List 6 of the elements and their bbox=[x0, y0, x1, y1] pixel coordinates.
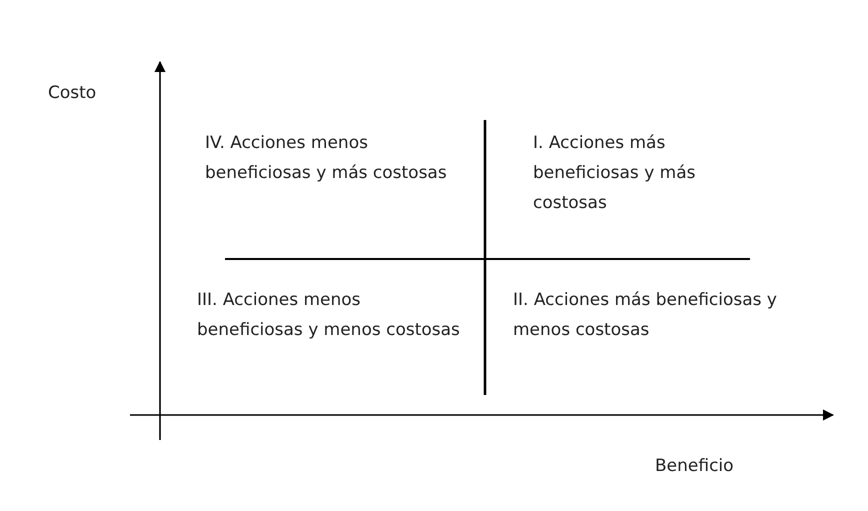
quadrant-label: IV. Acciones menos beneficiosas y más costosas bbox=[205, 132, 448, 185]
quadrant-label: III. Acciones menos beneficiosas y menos costosas bbox=[197, 289, 461, 342]
quadrant-label: II. Acciones más beneficiosas y menos costosas bbox=[513, 289, 778, 342]
axis-label: Beneficio bbox=[655, 455, 734, 478]
quadrant-label: I. Acciones más beneficiosas y más costosas bbox=[533, 132, 696, 215]
axis-label: Costo bbox=[48, 82, 96, 105]
